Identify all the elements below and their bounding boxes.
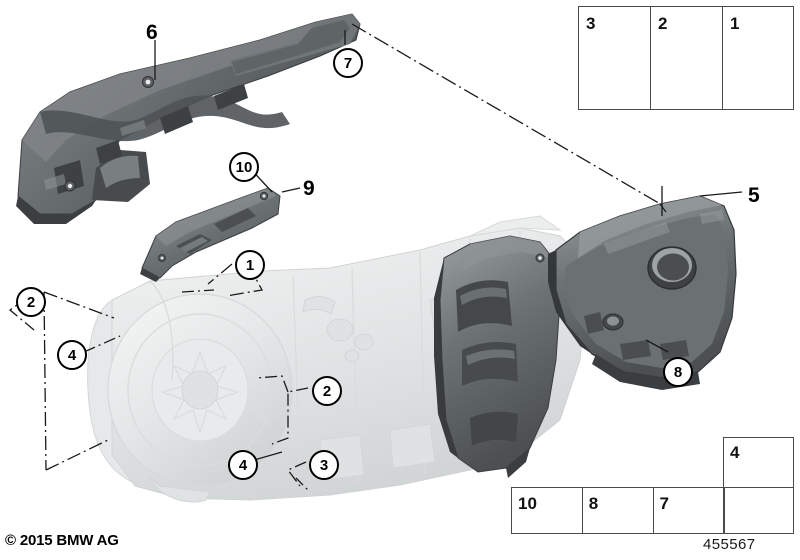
legend-cell-2: 2	[658, 14, 668, 33]
reference-number: 455567	[703, 536, 756, 553]
leader-5	[699, 191, 743, 197]
bushing-legend-box	[723, 437, 794, 488]
leader-2-left-up	[43, 291, 115, 319]
leader-2-left-vert	[43, 291, 47, 471]
callout-6-heat-shield: 6	[146, 21, 158, 44]
legend-cell-4: 4	[730, 443, 740, 462]
leader-3	[286, 461, 307, 487]
callout-10-bolt: 10	[229, 152, 259, 182]
copyright-notice: © 2015 BMW AG	[5, 532, 119, 549]
callout-3-bolt: 3	[309, 450, 339, 480]
callout-4-left-bushing: 4	[57, 340, 87, 370]
part-5-rear-heat-shield	[548, 195, 737, 390]
leader-2-left-down	[45, 439, 109, 471]
part-6-front-heat-shield	[16, 13, 361, 224]
callout-2-center-bolt: 2	[312, 376, 342, 406]
legend-cell-8: 8	[588, 494, 599, 513]
leader-7-to-5	[351, 23, 663, 206]
part-9-heat-shield-bracket	[140, 187, 281, 282]
legend-cell-1: 1	[730, 14, 740, 33]
legend-divider	[581, 488, 584, 533]
leader-2-center-up	[255, 375, 289, 393]
fastener-legend-top-right	[578, 6, 794, 110]
part-center-tunnel-heat-shield	[434, 235, 561, 478]
callout-7-grommet: 7	[333, 48, 363, 78]
callout-2-left-bolt: 2	[16, 287, 46, 317]
leader-2-center	[271, 387, 309, 445]
legend-divider	[723, 488, 725, 533]
callout-4-center-bushing: 4	[228, 450, 258, 480]
leader-4-center	[253, 451, 283, 461]
leader-1a	[207, 263, 233, 285]
legend-cell-10: 10	[518, 494, 537, 513]
leader-8	[645, 339, 669, 353]
leader-3b	[295, 477, 311, 493]
leader-9	[281, 187, 301, 193]
leader-4-left	[83, 335, 121, 353]
callout-8-clip: 8	[663, 357, 693, 387]
legend-cell-3: 3	[586, 14, 596, 33]
callout-1-bolt: 1	[235, 250, 265, 280]
legend-cell-7: 7	[659, 494, 669, 513]
legend-divider	[652, 488, 654, 533]
leader-1c	[181, 289, 215, 293]
legend-divider	[722, 7, 724, 109]
callout-9-bracket: 9	[303, 177, 315, 200]
callout-5-rear-shield: 5	[748, 184, 760, 207]
legend-divider	[650, 7, 652, 109]
